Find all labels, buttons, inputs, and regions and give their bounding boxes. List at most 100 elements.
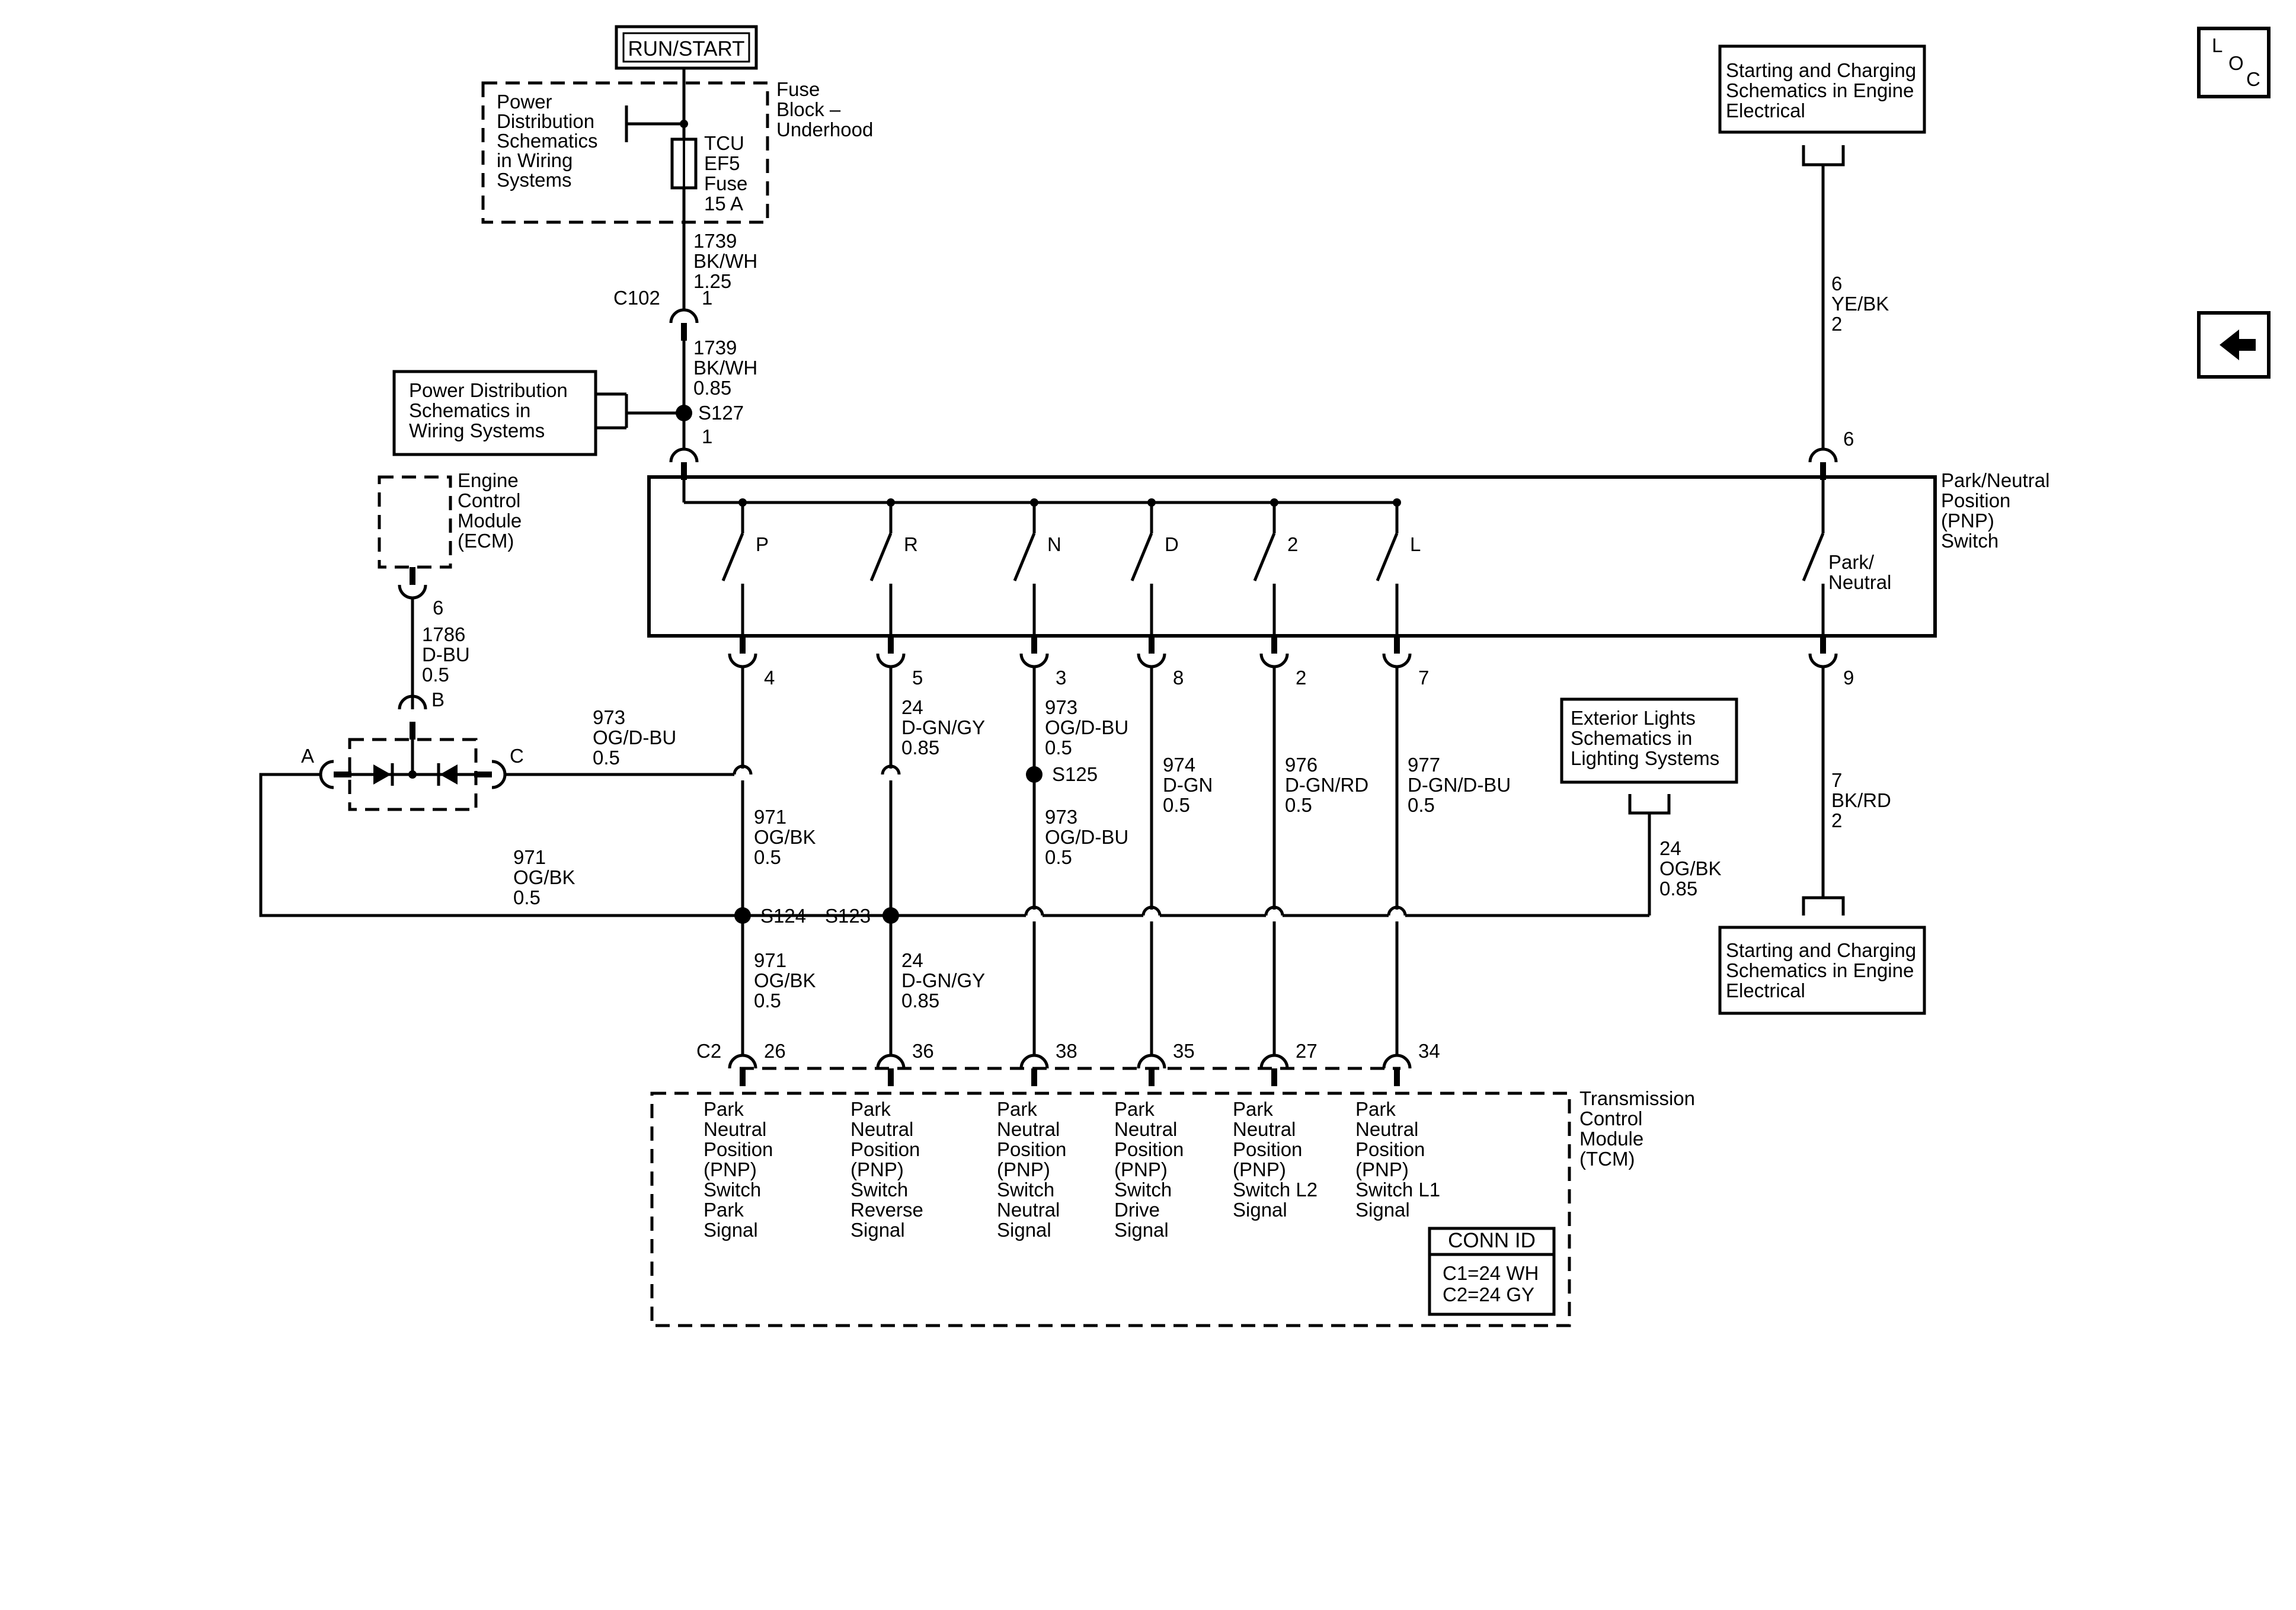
conn-id-box: CONN ID C1=24 WH C2=24 GY <box>1428 1227 1556 1316</box>
wire-text: 0.5 <box>754 990 781 1012</box>
svg-text:CONN ID: CONN ID <box>1448 1229 1536 1252</box>
loc-icon[interactable]: L O C <box>2197 27 2271 98</box>
exterior-lights-text: Exterior Lights <box>1571 707 1696 729</box>
park-neutral-text: Park/ <box>1828 551 1875 573</box>
park-neutral-switch: Park/Neutral <box>1802 165 1891 898</box>
svg-text:C: C <box>510 745 524 767</box>
wire-text: OG/D-BU <box>1045 826 1128 848</box>
tcm-signal-text: Park <box>703 1098 744 1120</box>
s127-label: S127 <box>698 402 744 424</box>
fuse-block-text: Underhood <box>776 119 873 140</box>
arrow-left-icon[interactable] <box>2197 311 2271 379</box>
s127-pin: 1 <box>702 425 712 447</box>
exterior-lights-text: Lighting Systems <box>1571 747 1719 769</box>
tcm-signal-text: Neutral <box>1114 1118 1177 1140</box>
tcm-signal-text: Switch <box>850 1179 908 1201</box>
wire-text: 973 <box>1045 696 1077 718</box>
s124-label: S124 <box>760 905 806 927</box>
tcm-text: Control <box>1579 1108 1642 1129</box>
wire-text: 0.5 <box>754 846 781 868</box>
wire-text: 7 <box>1831 769 1842 791</box>
c102-pin: 1 <box>702 287 712 309</box>
wire-text: 0.5 <box>422 664 449 686</box>
wire-6-label: 6YE/BK2 <box>1831 273 1889 335</box>
tcm-text: Transmission <box>1579 1087 1695 1109</box>
tcm-signal-text: Park <box>850 1098 891 1120</box>
pnp-position-label: R <box>904 533 918 555</box>
c102-connector <box>669 308 699 341</box>
wire-text: 1739 <box>693 337 737 359</box>
starting-charging-text: Starting and Charging <box>1726 59 1916 81</box>
tcm-signal-text: Position <box>703 1138 773 1160</box>
starting-charging-text: Electrical <box>1726 980 1805 1001</box>
wire-text: 24 <box>901 949 923 971</box>
wire-text: 974 <box>1163 754 1195 776</box>
tcm-signal-text: Switch <box>1114 1179 1172 1201</box>
starting-charging-text: Starting and Charging <box>1726 939 1916 961</box>
wire-text: D-GN <box>1163 774 1213 796</box>
tcm-signal-text: Signal <box>1355 1199 1410 1221</box>
pnp-pin-label: 4 <box>764 667 775 689</box>
tcm-signal-text: (PNP) <box>850 1158 904 1180</box>
wire-text: D-GN/RD <box>1285 774 1368 796</box>
park-neutral-text: Neutral <box>1828 571 1891 593</box>
power-ref-text: Power Distribution <box>409 379 568 401</box>
splice-s125 <box>1026 766 1043 783</box>
c102-label: C102 <box>613 287 660 309</box>
tcm-signal-text: Signal <box>997 1219 1051 1241</box>
tcm-signal-2: ParkNeutralPosition(PNP)SwitchNeutralSig… <box>997 1098 1066 1241</box>
wire-text: D-GN/D-BU <box>1408 774 1511 796</box>
diode-icon <box>373 764 391 785</box>
ecm-text: Engine <box>458 469 519 491</box>
power-ref-text: Schematics <box>497 130 598 152</box>
wire-text: 0.85 <box>901 990 939 1012</box>
wire-text: BK/WH <box>693 250 757 272</box>
svg-text:B: B <box>431 689 445 710</box>
svg-text:C2=24 GY: C2=24 GY <box>1443 1283 1534 1305</box>
wire-text: 24 <box>901 696 923 718</box>
wire-text: OG/BK <box>754 969 816 991</box>
s123-label: S123 <box>825 905 871 927</box>
wire-24-a-label: 24D-GN/GY0.85 <box>901 696 985 758</box>
pnp-switch-text: Park/Neutral <box>1941 469 2049 491</box>
tcm-pin-label: 34 <box>1418 1040 1440 1062</box>
tcm-signal-text: Park <box>703 1199 744 1221</box>
wire-text: 1739 <box>693 230 737 252</box>
tcm-signal-text: Signal <box>1114 1219 1169 1241</box>
tcm-signal-text: Position <box>997 1138 1066 1160</box>
tcm-pin-label: 36 <box>912 1040 934 1062</box>
pnp-position-label: L <box>1410 533 1421 555</box>
wire-text: OG/BK <box>1659 857 1722 879</box>
pnp-pin-label: 8 <box>1173 667 1184 689</box>
tcm-pin-label: 38 <box>1056 1040 1077 1062</box>
wire-7-label: 7BK/RD2 <box>1831 769 1891 831</box>
tcm-signal-text: Position <box>1233 1138 1302 1160</box>
wire-text: 6 <box>1831 273 1842 295</box>
wire-text: 973 <box>593 706 625 728</box>
tcm-signal-text: Position <box>1355 1138 1425 1160</box>
wire-text: 0.5 <box>593 747 620 769</box>
pnp-position-label: N <box>1047 533 1061 555</box>
tcm-signal-text: Park <box>997 1098 1037 1120</box>
pnp-position-label: 2 <box>1287 533 1298 555</box>
tcm-pin-label: 26 <box>764 1040 786 1062</box>
